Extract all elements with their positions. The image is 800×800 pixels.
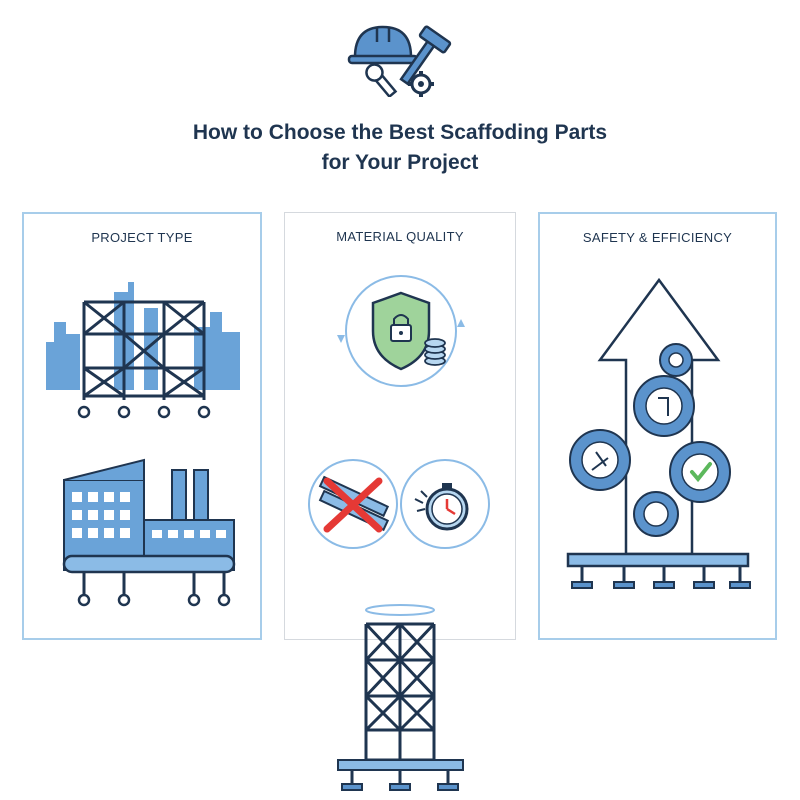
title-line-1: How to Choose the Best Scaffoding Parts	[192, 121, 608, 144]
panel-material-quality: MATERIAL QUALITY	[284, 212, 516, 640]
hardhat-tools-icon	[347, 25, 452, 97]
panel-title: SAFETY & EFFICIENCY	[582, 230, 733, 245]
up-arrow-gears-icon	[566, 277, 751, 589]
city-scaffold-icon	[46, 282, 240, 419]
panel-title: MATERIAL QUALITY	[336, 229, 464, 244]
panel-title: PROJECT TYPE	[91, 230, 193, 245]
panel-safety-efficiency: SAFETY & EFFICIENCY	[538, 212, 777, 640]
factory-pipe-scaffold-icon	[62, 458, 236, 607]
panel-project-type: PROJECT TYPE	[22, 212, 262, 640]
scaffold-tower-icon	[337, 604, 464, 791]
stopwatch-icon	[400, 459, 490, 549]
title-line-2: for Your Project	[321, 151, 479, 174]
page-title: How to Choose the Best Scaffoding Parts …	[0, 118, 800, 178]
broken-beam-cross-icon	[308, 459, 398, 549]
shield-lock-coins-icon	[337, 275, 465, 387]
